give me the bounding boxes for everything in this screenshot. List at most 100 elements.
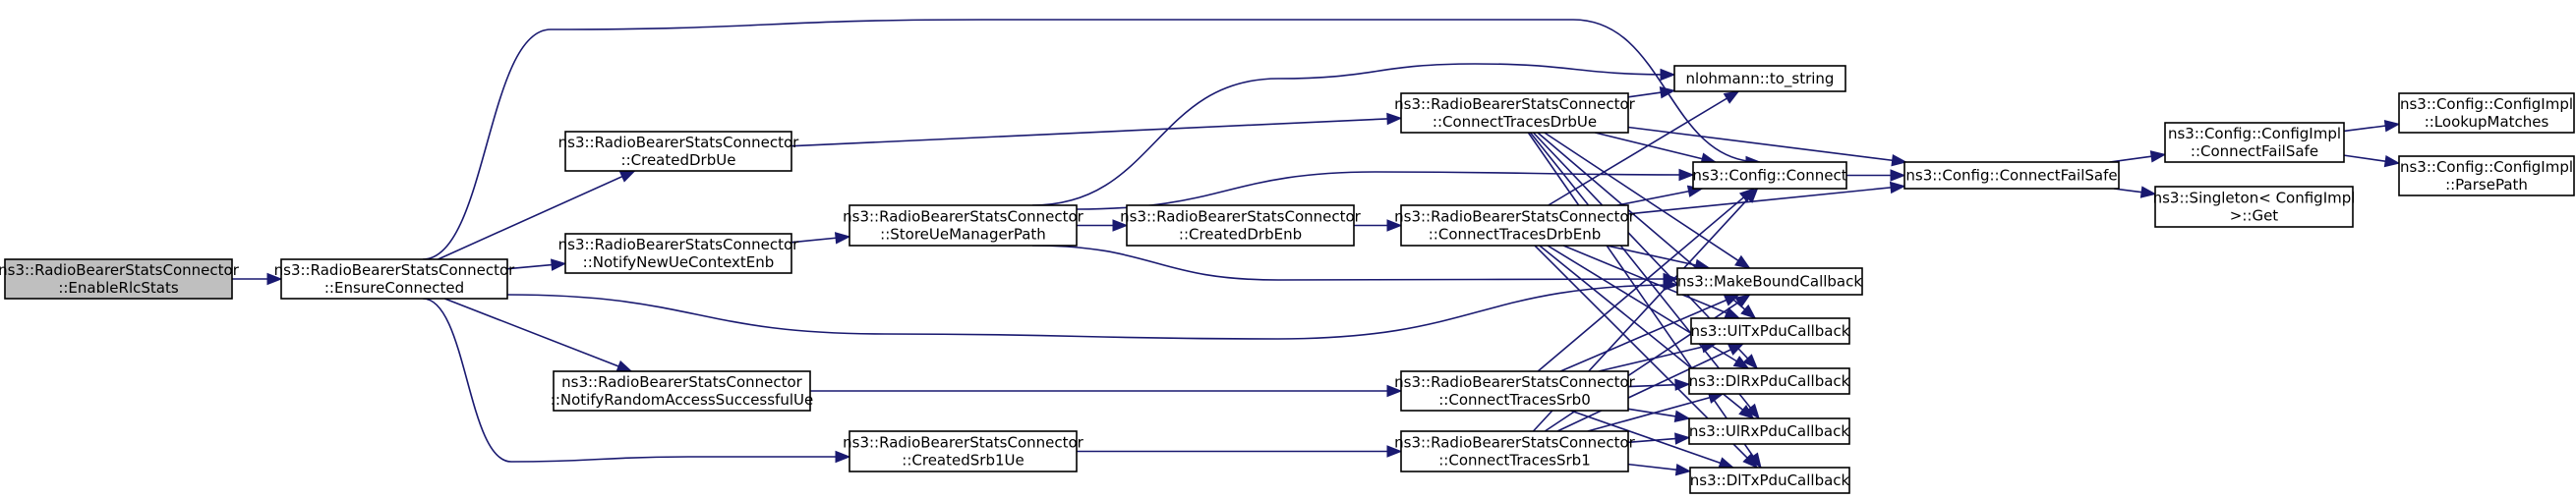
edge-ImplConnectFailSafe-to-ParsePath [2343,154,2401,168]
arrowhead-icon [1723,90,1740,104]
node-LookupMatches[interactable]: ns3::Config::ConfigImpl::LookupMatches [2398,92,2575,134]
edge-line [1556,343,1744,432]
node-box[interactable] [1673,65,1846,92]
arrowhead-icon [2383,119,2401,133]
node-ConnectTracesDrbEnb[interactable]: ns3::RadioBearerStatsConnector::ConnectT… [1394,204,1636,247]
node-box[interactable] [2398,92,2575,134]
node-box[interactable] [849,430,1078,472]
edge-ConnectTracesDrbEnb-to-to_string [1548,90,1740,206]
node-ConnectTracesSrb0[interactable]: ns3::RadioBearerStatsConnector::ConnectT… [1394,370,1636,412]
node-label: ns3::Config::ConfigImpl [2400,95,2573,113]
node-box[interactable] [564,233,792,274]
edge-ConnectTracesDrbUe-to-ConnectFailSafe [1627,126,1907,167]
node-box[interactable] [1688,367,1850,395]
edge-ConnectTracesDrbUe-to-MakeBoundCallback [1544,132,1751,269]
node-DlTxPduCallback[interactable]: ns3::DlTxPduCallback [1689,467,1850,494]
edge-line [790,117,1402,147]
node-label: ns3::RadioBearerStatsConnector [0,261,240,279]
node-box[interactable] [2154,186,2354,228]
edge-line [1031,245,1678,281]
node-label: ::NotifyNewUeContextEnb [583,253,775,271]
node-UlTxPduCallback[interactable]: ns3::UlTxPduCallback [1690,317,1850,345]
edge-StoreUeManagerPath-to-ConfigConnect [1076,168,1695,210]
arrowhead-icon [1678,168,1695,182]
arrowhead-icon [1673,410,1691,422]
edge-ConnectFailSafe-to-ImplConnectFailSafe [2109,150,2167,163]
node-label: ns3::RadioBearerStatsConnector [274,261,516,279]
node-box[interactable] [553,370,811,412]
node-box[interactable] [1676,267,1863,296]
node-UlRxPduCallback[interactable]: ns3::UlRxPduCallback [1688,417,1850,445]
node-label: ::CreatedDrbUe [621,151,736,169]
edge-line [1527,132,1762,469]
node-CreatedDrbEnb[interactable]: ns3::RadioBearerStatsConnector::CreatedD… [1120,204,1362,247]
node-box[interactable] [1126,204,1355,247]
edge-line [438,170,635,260]
node-box[interactable] [564,131,792,172]
node-CreatedDrbUe[interactable]: ns3::RadioBearerStatsConnector::CreatedD… [558,131,800,172]
edge-line [1559,294,1739,372]
node-box[interactable] [1903,161,2120,190]
arrowhead-icon [550,258,567,271]
node-box[interactable] [2398,155,2575,196]
edge-ConnectTracesDrbUe-to-to_string [1627,86,1676,99]
arrowhead-icon [1674,378,1691,391]
node-box[interactable] [1692,161,1847,190]
node-label: ::ParsePath [2445,176,2528,194]
node-label: ::EnsureConnected [324,279,464,297]
node-ConnectFailSafe[interactable]: ns3::Config::ConnectFailSafe [1903,161,2120,190]
node-ConfigConnect[interactable]: ns3::Config::Connect [1692,161,1847,190]
edge-ConnectTracesSrb0-to-DlRxPduCallback [1627,378,1691,391]
arrowhead-icon [1718,457,1735,470]
node-ConnectTracesSrb1[interactable]: ns3::RadioBearerStatsConnector::ConnectT… [1394,430,1636,472]
edge-CreatedDrbUe-to-ConnectTracesDrbUe [790,112,1403,147]
edge-ConnectTracesDrbUe-to-ConfigConnect [1595,132,1718,165]
node-box[interactable] [1400,430,1629,472]
edge-ConfigConnect-to-ConnectFailSafe [1846,169,1906,182]
edge-EnableRlcStats-to-EnsureConnected [232,272,283,286]
node-box[interactable] [1689,467,1850,494]
arrowhead-icon [2383,154,2401,168]
arrowhead-icon [1727,343,1745,356]
node-label: ::NotifyRandomAccessSuccessfulUe [551,391,813,409]
edge-line [1627,126,1906,163]
node-DlRxPduCallback[interactable]: ns3::DlRxPduCallback [1688,367,1850,395]
edge-ImplConnectFailSafe-to-LookupMatches [2343,119,2401,133]
node-label: ::ConnectFailSafe [2191,142,2318,160]
node-box[interactable] [1690,317,1850,345]
arrowhead-icon [1742,354,1759,369]
node-NotifyNewUeContextEnb[interactable]: ns3::RadioBearerStatsConnector::NotifyNe… [558,233,800,274]
node-to_string[interactable]: nlohmann::to_string [1673,65,1846,92]
edge-CreatedSrb1Ue-to-ConnectTracesSrb1 [1077,445,1403,458]
node-NotifyRandomAccessSuccessfulUe[interactable]: ns3::RadioBearerStatsConnector::NotifyRa… [551,370,813,412]
node-box[interactable] [280,258,508,300]
node-EnsureConnected[interactable]: ns3::RadioBearerStatsConnector::EnsureCo… [274,258,516,300]
node-label: ::StoreUeManagerPath [880,226,1046,244]
node-label: ns3::RadioBearerStatsConnector [843,208,1084,226]
edge-line [422,298,849,463]
node-box [4,258,233,300]
node-StoreUeManagerPath[interactable]: ns3::RadioBearerStatsConnector::StoreUeM… [843,204,1084,247]
node-box[interactable] [1688,417,1850,445]
node-box[interactable] [1400,370,1629,412]
edge-line [1595,132,1717,163]
arrowhead-icon [615,360,633,372]
node-box[interactable] [1400,92,1629,134]
edge-line [1616,188,1703,206]
arrowhead-icon [1386,219,1403,232]
node-box[interactable] [849,204,1078,247]
node-CreatedSrb1Ue[interactable]: ns3::RadioBearerStatsConnector::CreatedS… [843,430,1084,472]
node-ImplConnectFailSafe[interactable]: ns3::Config::ConfigImpl::ConnectFailSafe [2164,122,2345,163]
node-label: ns3::UlRxPduCallback [1689,422,1849,440]
node-ParsePath[interactable]: ns3::Config::ConfigImpl::ParsePath [2398,155,2575,196]
node-box[interactable] [2164,122,2345,163]
edge-CreatedDrbEnb-to-ConnectTracesDrbEnb [1354,219,1403,232]
arrowhead-icon [2139,186,2157,198]
node-ConnectTracesDrbUe[interactable]: ns3::RadioBearerStatsConnector::ConnectT… [1394,92,1636,134]
node-MakeBoundCallback[interactable]: ns3::MakeBoundCallback [1676,267,1863,296]
node-box[interactable] [1400,204,1629,247]
node-label: ns3::RadioBearerStatsConnector [561,373,803,391]
node-label: ns3::MakeBoundCallback [1677,273,1862,291]
node-SingletonGet[interactable]: ns3::Singleton< ConfigImpl>::Get [2153,186,2356,228]
